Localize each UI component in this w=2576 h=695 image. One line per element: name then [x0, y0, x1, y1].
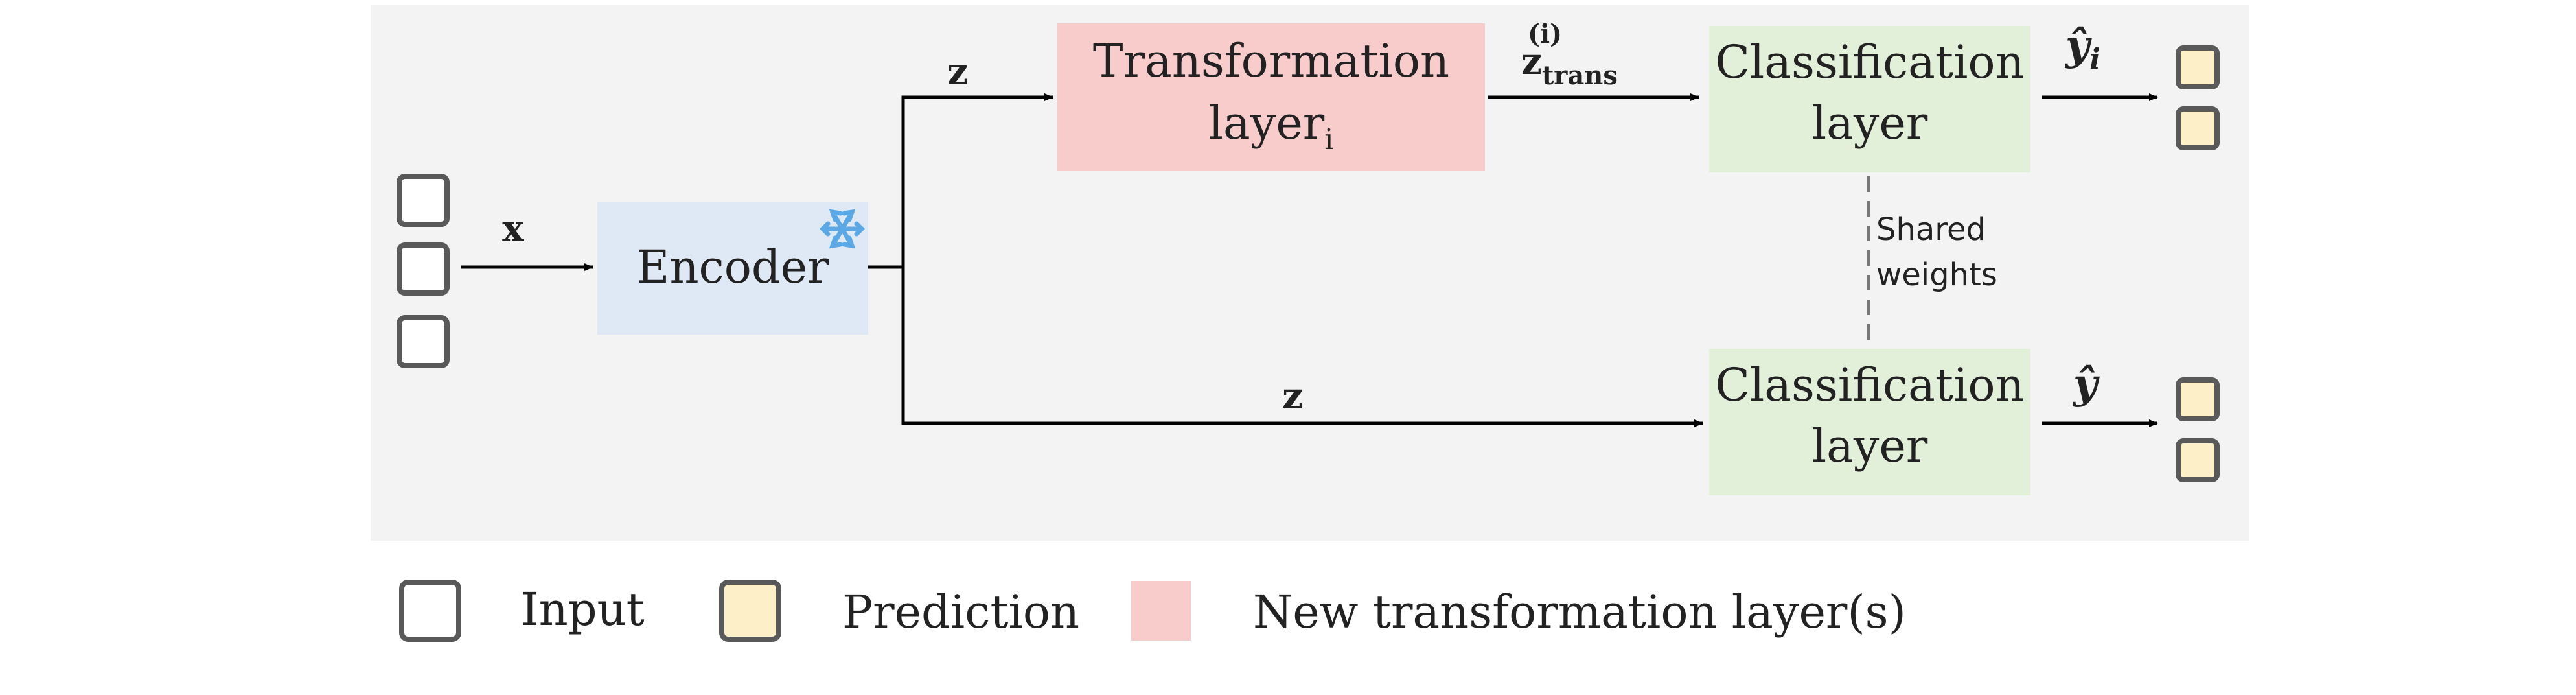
classification-bottom-line2: layer: [1812, 419, 1928, 473]
legend-prediction-label: Prediction: [842, 585, 1079, 639]
input-box: [397, 242, 450, 296]
prediction-box: [2176, 377, 2220, 421]
edge-label-z-trans: ztrans: [1521, 40, 1618, 91]
classification-bottom-line1: Classification: [1715, 359, 2024, 412]
edge-label-y-hat-i: ŷi: [2064, 21, 2100, 76]
transformation-layer-box: [1057, 23, 1485, 171]
prediction-bottom: [2176, 377, 2220, 482]
prediction-top: [2176, 45, 2220, 150]
edge-label-y-hat: ŷ: [2072, 360, 2100, 408]
edge-label-z-top: z: [947, 51, 968, 93]
encoder-box: [597, 202, 868, 335]
legend-new-layers-swatch: [1131, 581, 1191, 641]
shared-weights-line1: Shared: [1876, 211, 1986, 248]
legend-new-layers-label: New transformation layer(s): [1253, 585, 1906, 639]
prediction-box: [2176, 45, 2220, 89]
classification-layer-top-box: [1709, 26, 2030, 172]
transformation-label-layer: layeri: [1209, 97, 1334, 156]
classification-top-line1: Classification: [1715, 36, 2024, 89]
classification-layer-bottom-box: [1709, 349, 2030, 495]
prediction-box: [2176, 438, 2220, 482]
input-vector: [397, 174, 450, 368]
encoder-to-classifier-arrow: [901, 267, 1703, 427]
edge-label-x: x: [502, 207, 524, 250]
encoder-label: Encoder: [636, 241, 829, 294]
edge-label-z-trans-superscript: (i): [1528, 19, 1562, 49]
legend-input-label: Input: [521, 583, 645, 636]
shared-weights-line2: weights: [1876, 257, 1997, 293]
transformation-label: Transformation: [1093, 34, 1449, 88]
edge-label-z-bottom: z: [1282, 375, 1303, 418]
classification-top-line2: layer: [1812, 97, 1928, 150]
legend-prediction-swatch: [719, 580, 781, 642]
input-box: [397, 315, 450, 368]
legend: Input Prediction New transformation laye…: [399, 580, 1906, 642]
snowflake-icon: [820, 209, 865, 249]
input-box: [397, 174, 450, 227]
encoder-to-transformation-arrow: [868, 93, 1053, 269]
legend-input-swatch: [399, 580, 461, 642]
prediction-box: [2176, 106, 2220, 150]
